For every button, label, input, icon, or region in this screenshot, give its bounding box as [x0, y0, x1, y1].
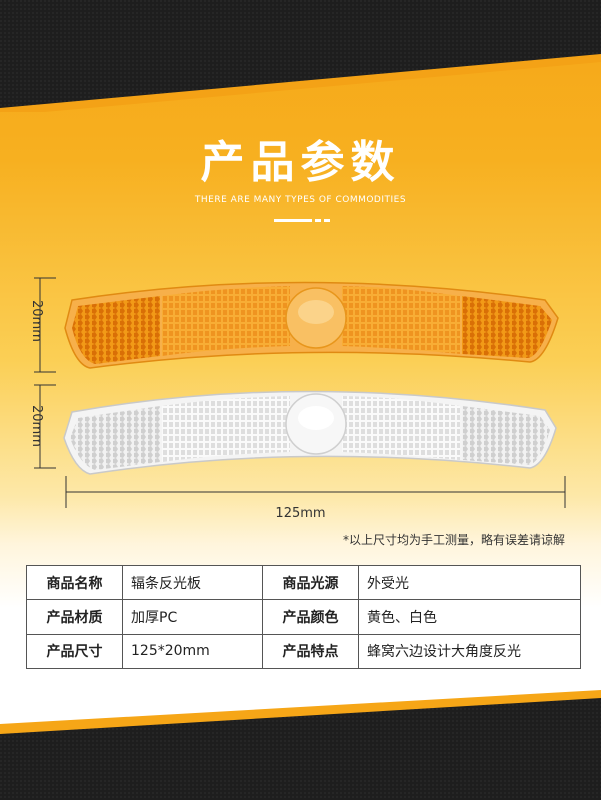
table-row: 产品尺寸 125*20mm 产品特点 蜂窝六边设计大角度反光: [26, 633, 581, 670]
spec-label: 产品尺寸: [26, 633, 123, 670]
title-underline-dot: [324, 219, 330, 222]
spec-value: 加厚PC: [122, 599, 263, 635]
table-row: 商品名称 辐条反光板 商品光源 外受光: [26, 564, 581, 601]
spec-value: 外受光: [358, 564, 581, 601]
spec-value: 125*20mm: [122, 633, 263, 670]
spec-label: 产品特点: [262, 633, 359, 670]
spec-label: 商品光源: [262, 564, 359, 601]
spec-label: 产品材质: [26, 599, 123, 635]
spec-value: 黄色、白色: [358, 599, 581, 635]
page-title: 产品参数: [200, 137, 401, 188]
spec-value: 蜂窝六边设计大角度反光: [358, 633, 581, 670]
spec-label: 商品名称: [26, 564, 123, 601]
page-subtitle: THERE ARE MANY TYPES OF COMMODITIES: [194, 195, 407, 205]
bottom-dark-band: [0, 680, 601, 800]
height-dimension-label-top: 20mm: [29, 300, 44, 342]
spec-value: 辐条反光板: [122, 564, 263, 601]
width-dimension-label: 125mm: [275, 506, 326, 521]
top-dark-band: [0, 0, 601, 112]
product-image: [0, 260, 601, 520]
amber-reflector: [64, 281, 559, 369]
title-underline-dot: [315, 219, 321, 222]
spec-label: 产品颜色: [262, 599, 359, 635]
white-reflector: [63, 390, 557, 475]
title-underline: [274, 219, 312, 222]
spec-table: 商品名称 辐条反光板 商品光源 外受光 产品材质 加厚PC 产品颜色 黄色、白色…: [26, 564, 581, 670]
table-row: 产品材质 加厚PC 产品颜色 黄色、白色: [26, 599, 581, 635]
measurement-note: *以上尺寸均为手工测量，略有误差请谅解: [342, 533, 565, 547]
height-dimension-label-bottom: 20mm: [29, 405, 44, 447]
